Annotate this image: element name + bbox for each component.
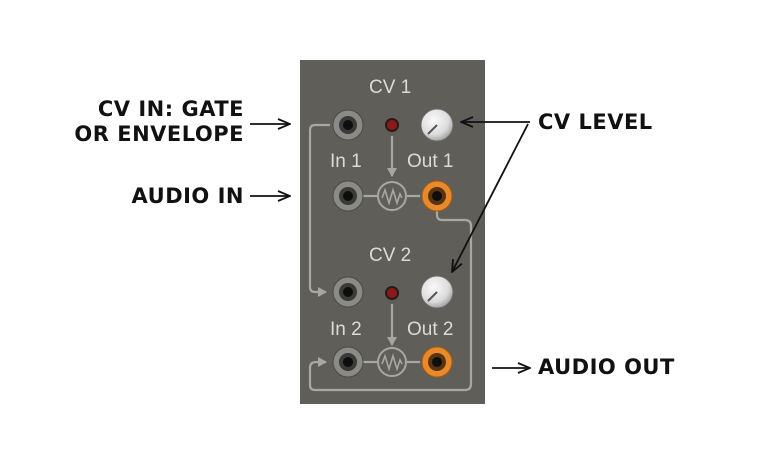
cv-in-callout: CV IN: GATE OR ENVELOPE xyxy=(74,97,244,147)
cv2-level-knob[interactable] xyxy=(420,275,454,309)
out2-label: Out 2 xyxy=(407,319,454,340)
cv1-title: CV 1 xyxy=(369,77,412,98)
signal-traces xyxy=(308,123,473,392)
in2-label: In 2 xyxy=(330,319,362,340)
cv-in-callout-line1: CV IN: GATE xyxy=(97,97,244,121)
cv2-title: CV 2 xyxy=(369,245,412,266)
vca-symbol-2 xyxy=(377,347,407,377)
out1-label: Out 1 xyxy=(407,151,454,172)
in1-label: In 1 xyxy=(330,151,362,172)
cv2-input-jack[interactable] xyxy=(332,276,364,308)
out2-jack[interactable] xyxy=(421,346,453,378)
cv1-level-knob[interactable] xyxy=(420,108,454,142)
cv-in-callout-line2: OR ENVELOPE xyxy=(74,122,244,146)
cv-level-arrow-2 xyxy=(452,123,529,272)
cv-level-callout: CV LEVEL xyxy=(538,110,653,134)
annotation-arrows xyxy=(250,122,530,368)
audio-in-callout: AUDIO IN xyxy=(131,184,244,208)
cv2-led-indicator xyxy=(385,286,399,300)
module-panel xyxy=(300,60,485,404)
in2-jack[interactable] xyxy=(332,346,364,378)
audio-out-callout: AUDIO OUT xyxy=(538,355,675,379)
cv1-led-indicator xyxy=(385,118,399,132)
cv1-input-jack[interactable] xyxy=(332,109,364,141)
out1-jack[interactable] xyxy=(421,180,453,212)
vca-symbol-1 xyxy=(377,181,407,211)
in1-jack[interactable] xyxy=(332,180,364,212)
